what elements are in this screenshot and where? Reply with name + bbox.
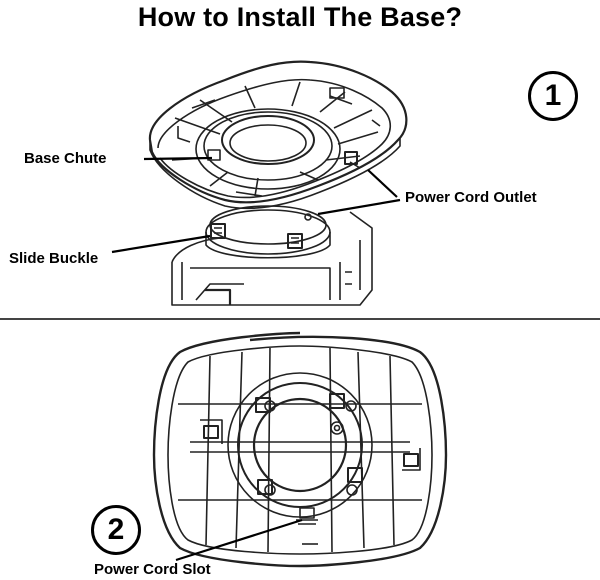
- pointer-lines: [111, 156, 401, 562]
- section-divider: [0, 318, 600, 320]
- base-plate-drawing: [148, 60, 408, 210]
- slide-buckle-label: Slide Buckle: [9, 250, 99, 267]
- base-chute-pointer: [143, 156, 213, 161]
- base-plate-topview-drawing: [152, 331, 448, 568]
- slide-buckle-pointer: [111, 234, 211, 254]
- power-cord-slot-pointer: [175, 518, 303, 562]
- camera-body-drawing: [171, 211, 373, 306]
- power-cord-outlet-pointer-1: [367, 169, 398, 198]
- power-cord-outlet-label: Power Cord Outlet: [405, 189, 537, 206]
- power-cord-outlet-pointer-2: [317, 198, 401, 216]
- base-chute-label: Base Chute: [24, 150, 107, 167]
- mounting-ring-drawing: [205, 205, 331, 259]
- step-one-badge: 1: [528, 71, 578, 121]
- step-two-badge: 2: [91, 505, 141, 555]
- power-cord-slot-label: Power Cord Slot: [94, 561, 211, 578]
- page-title: How to Install The Base?: [137, 2, 463, 32]
